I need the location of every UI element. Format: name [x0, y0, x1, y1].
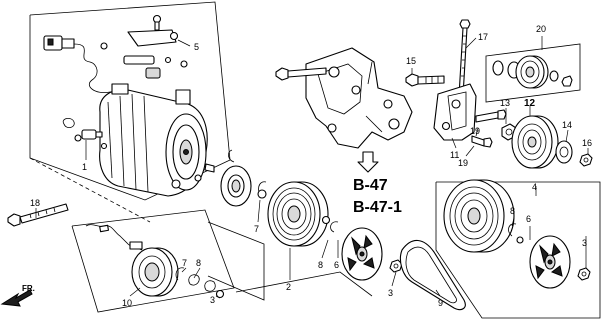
- callout-15: 15: [406, 56, 416, 66]
- tensioner-group: [405, 19, 517, 148]
- front-marker-label: FR.: [22, 284, 35, 293]
- callout-5: 5: [194, 42, 199, 52]
- thermal-protector-bracket: [100, 14, 188, 79]
- callout-1: 1: [82, 162, 87, 172]
- callout-20: 20: [536, 24, 546, 34]
- callout-13: 13: [500, 98, 510, 108]
- callout-8: 8: [196, 258, 201, 268]
- field-coil-snap-ring: [175, 267, 185, 281]
- callout-3: 3: [582, 238, 587, 248]
- callout-7: 7: [254, 224, 259, 234]
- idler-group-outline: [485, 43, 581, 103]
- idler-pulley-nut: [579, 153, 593, 167]
- armature-nut: [389, 259, 403, 273]
- clutch-assembly-kit: [435, 179, 601, 319]
- wire-harness-connector: [43, 35, 146, 97]
- callout-6: 6: [334, 260, 339, 270]
- callout-17: 17: [478, 32, 488, 42]
- callout-labels: 1 2 3 3 3 4 5 6 6 7 7 8 8 8 9 10 11 12 1…: [30, 24, 592, 308]
- callout-19: 19: [470, 126, 480, 136]
- bracket-bolt: [275, 67, 327, 81]
- callout-3: 3: [210, 295, 215, 305]
- pulley: [267, 181, 329, 247]
- leader-lines: [35, 36, 589, 299]
- callout-16: 16: [582, 138, 592, 148]
- clutch-subgroup-lines: [207, 221, 265, 301]
- callout-9: 9: [438, 298, 443, 308]
- compressor-assembly-group: [29, 1, 231, 223]
- field-coil-assembly: [71, 209, 235, 313]
- reference-arrow: B-47 B-47-1: [353, 151, 402, 216]
- clutch-kit-outline: [435, 181, 601, 319]
- callout-6: 6: [526, 214, 531, 224]
- front-direction-marker: FR.: [0, 284, 35, 307]
- clutch-assembly: [220, 149, 403, 281]
- callout-8: 8: [318, 260, 323, 270]
- callout-4: 4: [532, 182, 537, 192]
- compressor-dashed-line: [29, 157, 151, 223]
- callout-12: 12: [524, 98, 536, 109]
- reference-b47-1: B-47-1: [353, 199, 402, 216]
- compressor-bracket: [305, 47, 413, 149]
- relief-valve: [62, 118, 108, 150]
- armature-plate: [341, 227, 383, 281]
- idler-pulley: [511, 115, 559, 169]
- callout-11: 11: [450, 150, 459, 160]
- reference-b47: B-47: [353, 177, 388, 194]
- pulley-snap-ring: [330, 221, 339, 233]
- field-coil-group-outline: [71, 209, 235, 313]
- pulley-bottom-line: [235, 271, 373, 297]
- compressor-mounting-bolt: [7, 203, 69, 227]
- drive-belt: [399, 239, 466, 311]
- idler-pulley-assembly: [485, 43, 581, 103]
- callout-14: 14: [562, 120, 572, 130]
- compressor-body: [99, 83, 215, 197]
- callout-18: 18: [30, 198, 40, 208]
- callout-7: 7: [182, 258, 187, 268]
- callout-19: 19: [458, 158, 468, 168]
- callout-8: 8: [510, 206, 515, 216]
- callout-10: 10: [122, 298, 132, 308]
- idler-pulley-cap: [555, 140, 573, 164]
- callout-2: 2: [286, 282, 291, 292]
- callout-3: 3: [388, 288, 393, 298]
